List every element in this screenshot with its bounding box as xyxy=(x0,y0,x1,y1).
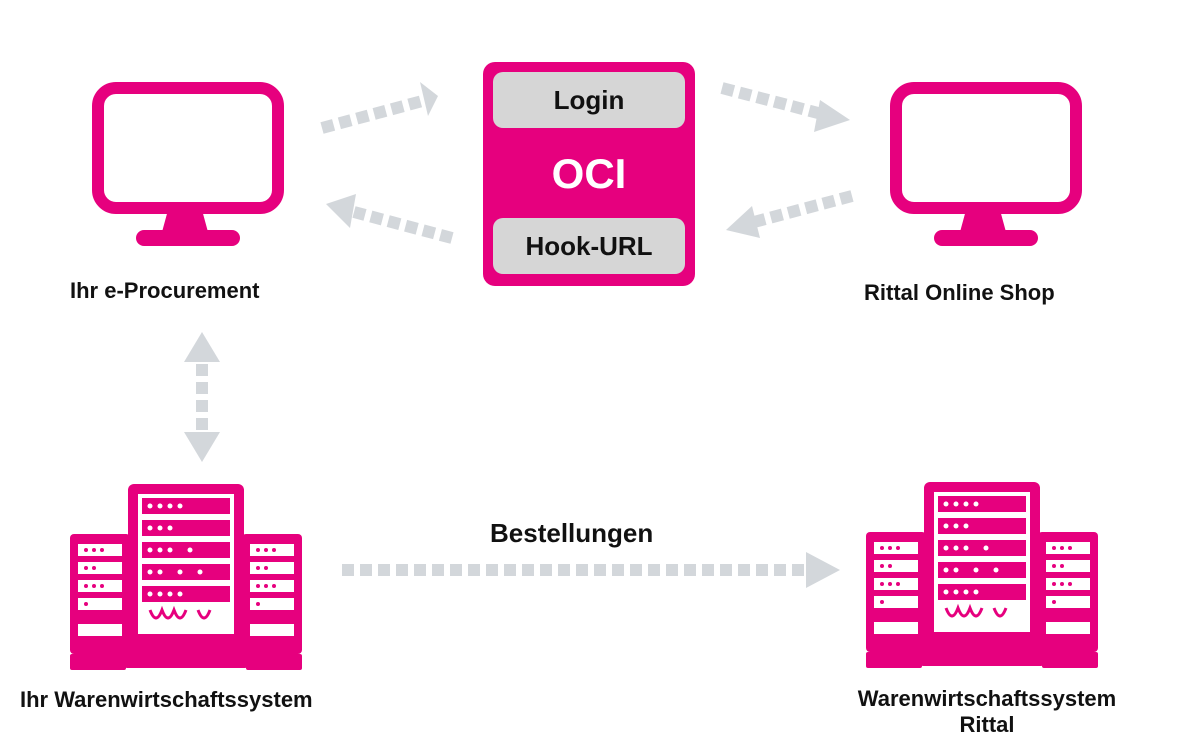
server-rack-icon xyxy=(864,480,1100,670)
oci-hook-url-label: Hook-URL xyxy=(525,230,653,261)
erp-rittal-label-line1: Warenwirtschaftssystem xyxy=(857,686,1117,711)
orders-label: Bestellungen xyxy=(490,518,654,548)
erp-rittal-label: Warenwirtschaftssystem Rittal xyxy=(820,686,1154,738)
monitor-icon xyxy=(98,88,278,246)
shop-label: Rittal Online Shop xyxy=(864,280,1055,305)
monitor-icon xyxy=(896,88,1076,246)
arrow-procurement-erp-bidirectional xyxy=(184,332,220,462)
arrow-oci-to-shop xyxy=(720,82,850,132)
arrow-procurement-to-oci xyxy=(320,82,438,134)
oci-box: Login OCI Hook-URL xyxy=(483,62,695,286)
arrow-orders xyxy=(342,552,840,588)
erp-rittal-label-line2: Rittal xyxy=(959,712,1015,737)
oci-hook-url-pill: Hook-URL xyxy=(493,218,685,274)
oci-login-pill: Login xyxy=(493,72,685,128)
oci-title: OCI xyxy=(551,150,627,197)
oci-login-label: Login xyxy=(553,84,625,115)
arrow-oci-to-procurement xyxy=(326,194,454,244)
procurement-label: Ihr e-Procurement xyxy=(70,278,260,303)
server-rack-icon xyxy=(68,482,304,672)
arrow-shop-to-oci xyxy=(726,190,854,238)
erp-customer-label: Ihr Warenwirtschaftssystem xyxy=(20,687,313,712)
